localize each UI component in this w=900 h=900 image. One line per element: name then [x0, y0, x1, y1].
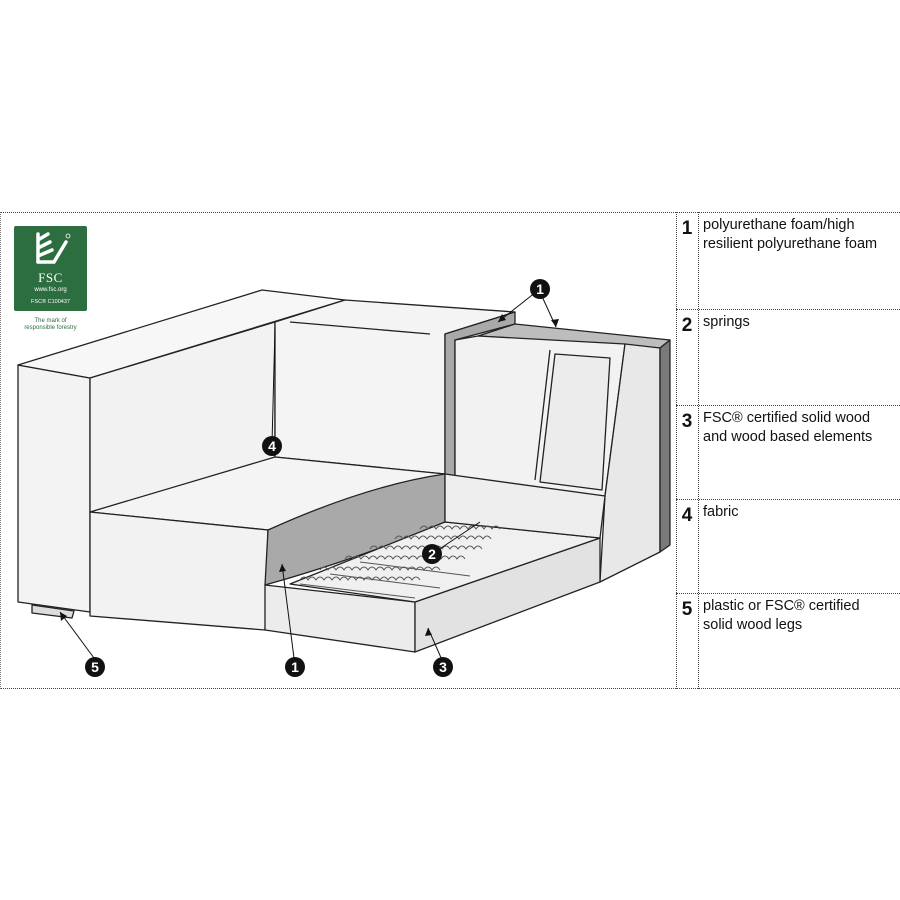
legend-text-line: resilient polyurethane foam [703, 236, 878, 252]
legend-row-1: 1 polyurethane foam/high resilient polyu… [676, 212, 900, 307]
callout-badge-5: 5 [85, 657, 105, 677]
legend-row-separator [676, 405, 900, 406]
legend-number: 2 [681, 315, 693, 336]
legend-text: springs [703, 313, 899, 332]
legend-text: fabric [703, 503, 899, 522]
legend-number: 4 [681, 505, 693, 526]
right-side-panel [599, 343, 661, 583]
fsc-tagline: The mark of responsible forestry [14, 318, 87, 332]
legend-row-4: 4 fabric [676, 499, 900, 594]
legend-row-separator [676, 309, 900, 310]
callout-badge-4: 4 [262, 436, 282, 456]
fsc-tagline-line-2: responsible forestry [24, 325, 77, 331]
callout-number: 4 [268, 438, 276, 454]
legend-number: 5 [681, 599, 693, 620]
callout-badge-2: 2 [422, 544, 442, 564]
fsc-brand-text: FSC [38, 270, 63, 285]
frame-bottom-border [0, 688, 900, 689]
right-backrest-panel [539, 353, 611, 491]
fsc-tagline-line-1: The mark of [34, 318, 67, 324]
legend-text-line: plastic or FSC® certified [703, 598, 860, 614]
frame-top-border [0, 212, 900, 213]
legend-row-separator [676, 593, 900, 594]
legend-row-2: 2 springs [676, 309, 900, 404]
legend-text-line: solid wood legs [703, 617, 803, 633]
fsc-license-code: FSC® C100437 [31, 299, 70, 305]
legend-border-left [676, 212, 677, 689]
legend-text: polyurethane foam/high resilient polyure… [703, 216, 899, 254]
legend-text-line: and wood based elements [703, 429, 873, 445]
seat-cushion-front [89, 511, 269, 631]
legend-text: plastic or FSC® certified solid wood leg… [703, 597, 899, 635]
legend-number: 1 [681, 218, 693, 239]
callout-number: 1 [536, 281, 544, 297]
fsc-tree-check-icon [36, 232, 71, 264]
sofa-construction-diagram: 1 4 2 5 1 3 [17, 279, 671, 677]
legend-text-line: fabric [703, 504, 739, 520]
callout-badge-3: 3 [433, 657, 453, 677]
right-side-edge [659, 339, 671, 553]
frame-left-border [0, 212, 1, 689]
legend-row-separator [676, 499, 900, 500]
callout-number: 3 [439, 659, 447, 675]
legend-number-divider [698, 212, 699, 689]
callout-number: 1 [291, 659, 299, 675]
legend-text-line: FSC® certified solid wood [703, 410, 871, 426]
callout-number: 5 [91, 659, 99, 675]
left-armrest-front [17, 364, 91, 613]
right-seat-rail [444, 473, 606, 539]
legend-text-line: springs [703, 314, 750, 330]
legend-row-3: 3 FSC® certified solid wood and wood bas… [676, 405, 900, 500]
legend-text: FSC® certified solid wood and wood based… [703, 409, 899, 447]
legend-row-5: 5 plastic or FSC® certified solid wood l… [676, 593, 900, 688]
materials-legend: 1 polyurethane foam/high resilient polyu… [676, 212, 900, 689]
fsc-logo: FSC www.fsc.org FSC® C100437 [14, 226, 87, 311]
fsc-url-text: www.fsc.org [34, 287, 67, 293]
callout-badge-1-bottom: 1 [285, 657, 305, 677]
legend-text-line: polyurethane foam/high [703, 217, 855, 233]
callout-number: 2 [428, 546, 436, 562]
callout-badge-1-top: 1 [530, 279, 550, 299]
legend-number: 3 [681, 411, 693, 432]
